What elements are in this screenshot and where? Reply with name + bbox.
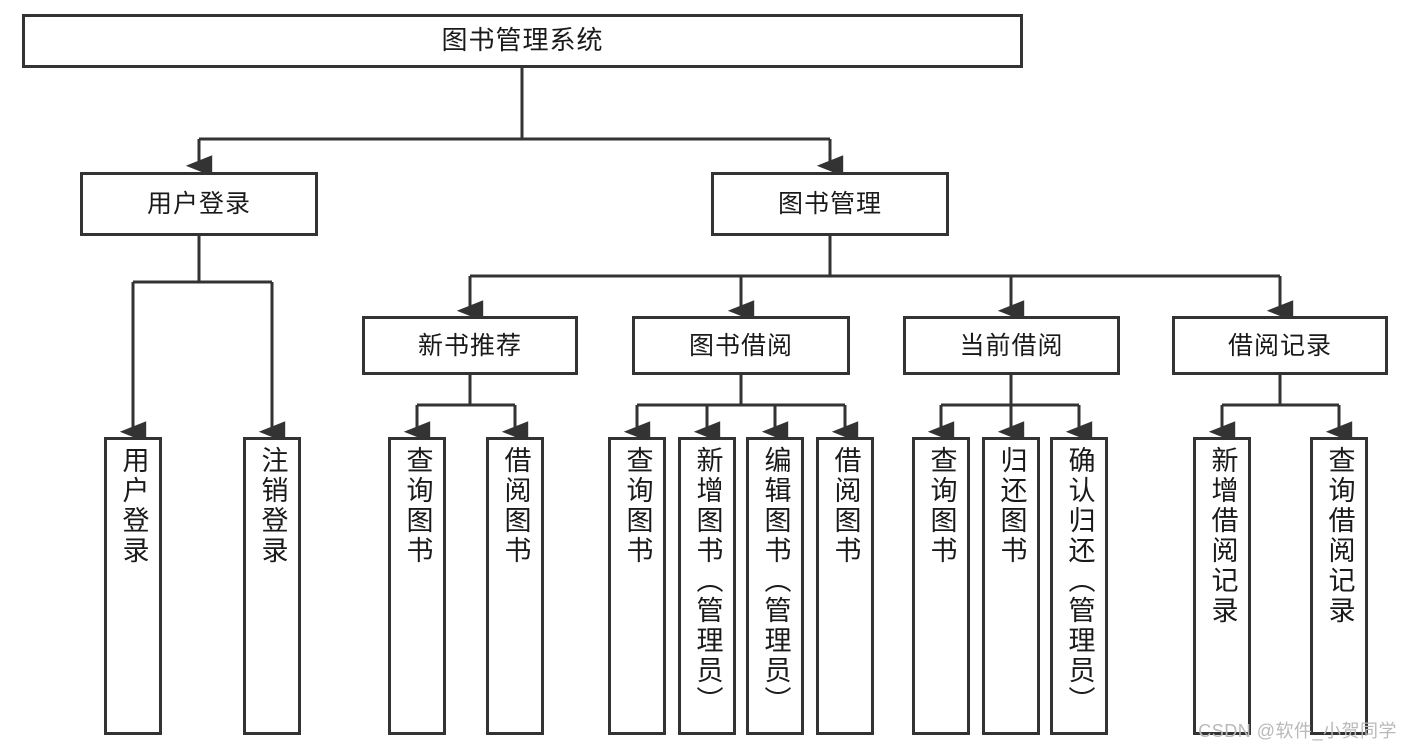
node-label: 借阅记录 <box>1227 331 1332 360</box>
node-current-borrow[interactable]: 当前借阅 <box>903 316 1120 375</box>
node-user-login[interactable]: 用户登录 <box>80 172 318 236</box>
leaf-user-login-signout[interactable]: 注销登录 <box>243 437 301 735</box>
node-label: 注销登录 <box>257 446 288 566</box>
node-label: 查询图书 <box>622 446 653 566</box>
node-label: 查询借阅记录 <box>1324 446 1355 626</box>
node-label: 图书管理系统 <box>441 25 604 56</box>
node-label: 图书借阅 <box>688 331 793 360</box>
node-label: 图书管理 <box>777 190 882 218</box>
leaf-borrow-record-query[interactable]: 查询借阅记录 <box>1310 437 1368 735</box>
leaf-book-borrow-edit[interactable]: 编辑图书（管理员） <box>746 437 804 735</box>
node-label: 当前借阅 <box>959 331 1064 360</box>
leaf-current-borrow-return[interactable]: 归还图书 <box>982 437 1040 735</box>
node-label: 新增图书（管理员） <box>692 446 723 716</box>
leaf-book-borrow-add[interactable]: 新增图书（管理员） <box>678 437 736 735</box>
node-label: 查询图书 <box>926 446 957 566</box>
node-label: 用户登录 <box>118 446 149 566</box>
node-book-management[interactable]: 图书管理 <box>711 172 949 236</box>
node-label: 借阅图书 <box>500 446 531 566</box>
leaf-user-login-signin[interactable]: 用户登录 <box>104 437 162 735</box>
node-root-system[interactable]: 图书管理系统 <box>22 14 1023 68</box>
node-label: 归还图书 <box>996 446 1027 566</box>
leaf-book-borrow-query[interactable]: 查询图书 <box>608 437 666 735</box>
node-label: 确认归还（管理员） <box>1064 446 1095 716</box>
node-label: 新书推荐 <box>417 331 522 360</box>
node-label: 编辑图书（管理员） <box>760 446 791 716</box>
leaf-borrow-record-add[interactable]: 新增借阅记录 <box>1193 437 1251 735</box>
leaf-current-borrow-query[interactable]: 查询图书 <box>912 437 970 735</box>
node-label: 新增借阅记录 <box>1207 446 1238 626</box>
node-label: 查询图书 <box>402 446 433 566</box>
leaf-new-book-borrow[interactable]: 借阅图书 <box>486 437 544 735</box>
watermark: CSDN @软件_小贺同学 <box>1198 721 1397 741</box>
node-borrow-record[interactable]: 借阅记录 <box>1172 316 1388 375</box>
leaf-book-borrow-lend[interactable]: 借阅图书 <box>816 437 874 735</box>
node-label: 用户登录 <box>146 190 251 218</box>
node-book-borrow[interactable]: 图书借阅 <box>632 316 850 375</box>
node-new-book-recommend[interactable]: 新书推荐 <box>362 316 578 375</box>
leaf-new-book-query[interactable]: 查询图书 <box>388 437 446 735</box>
node-label: 借阅图书 <box>830 446 861 566</box>
leaf-current-borrow-confirm-return[interactable]: 确认归还（管理员） <box>1050 437 1108 735</box>
